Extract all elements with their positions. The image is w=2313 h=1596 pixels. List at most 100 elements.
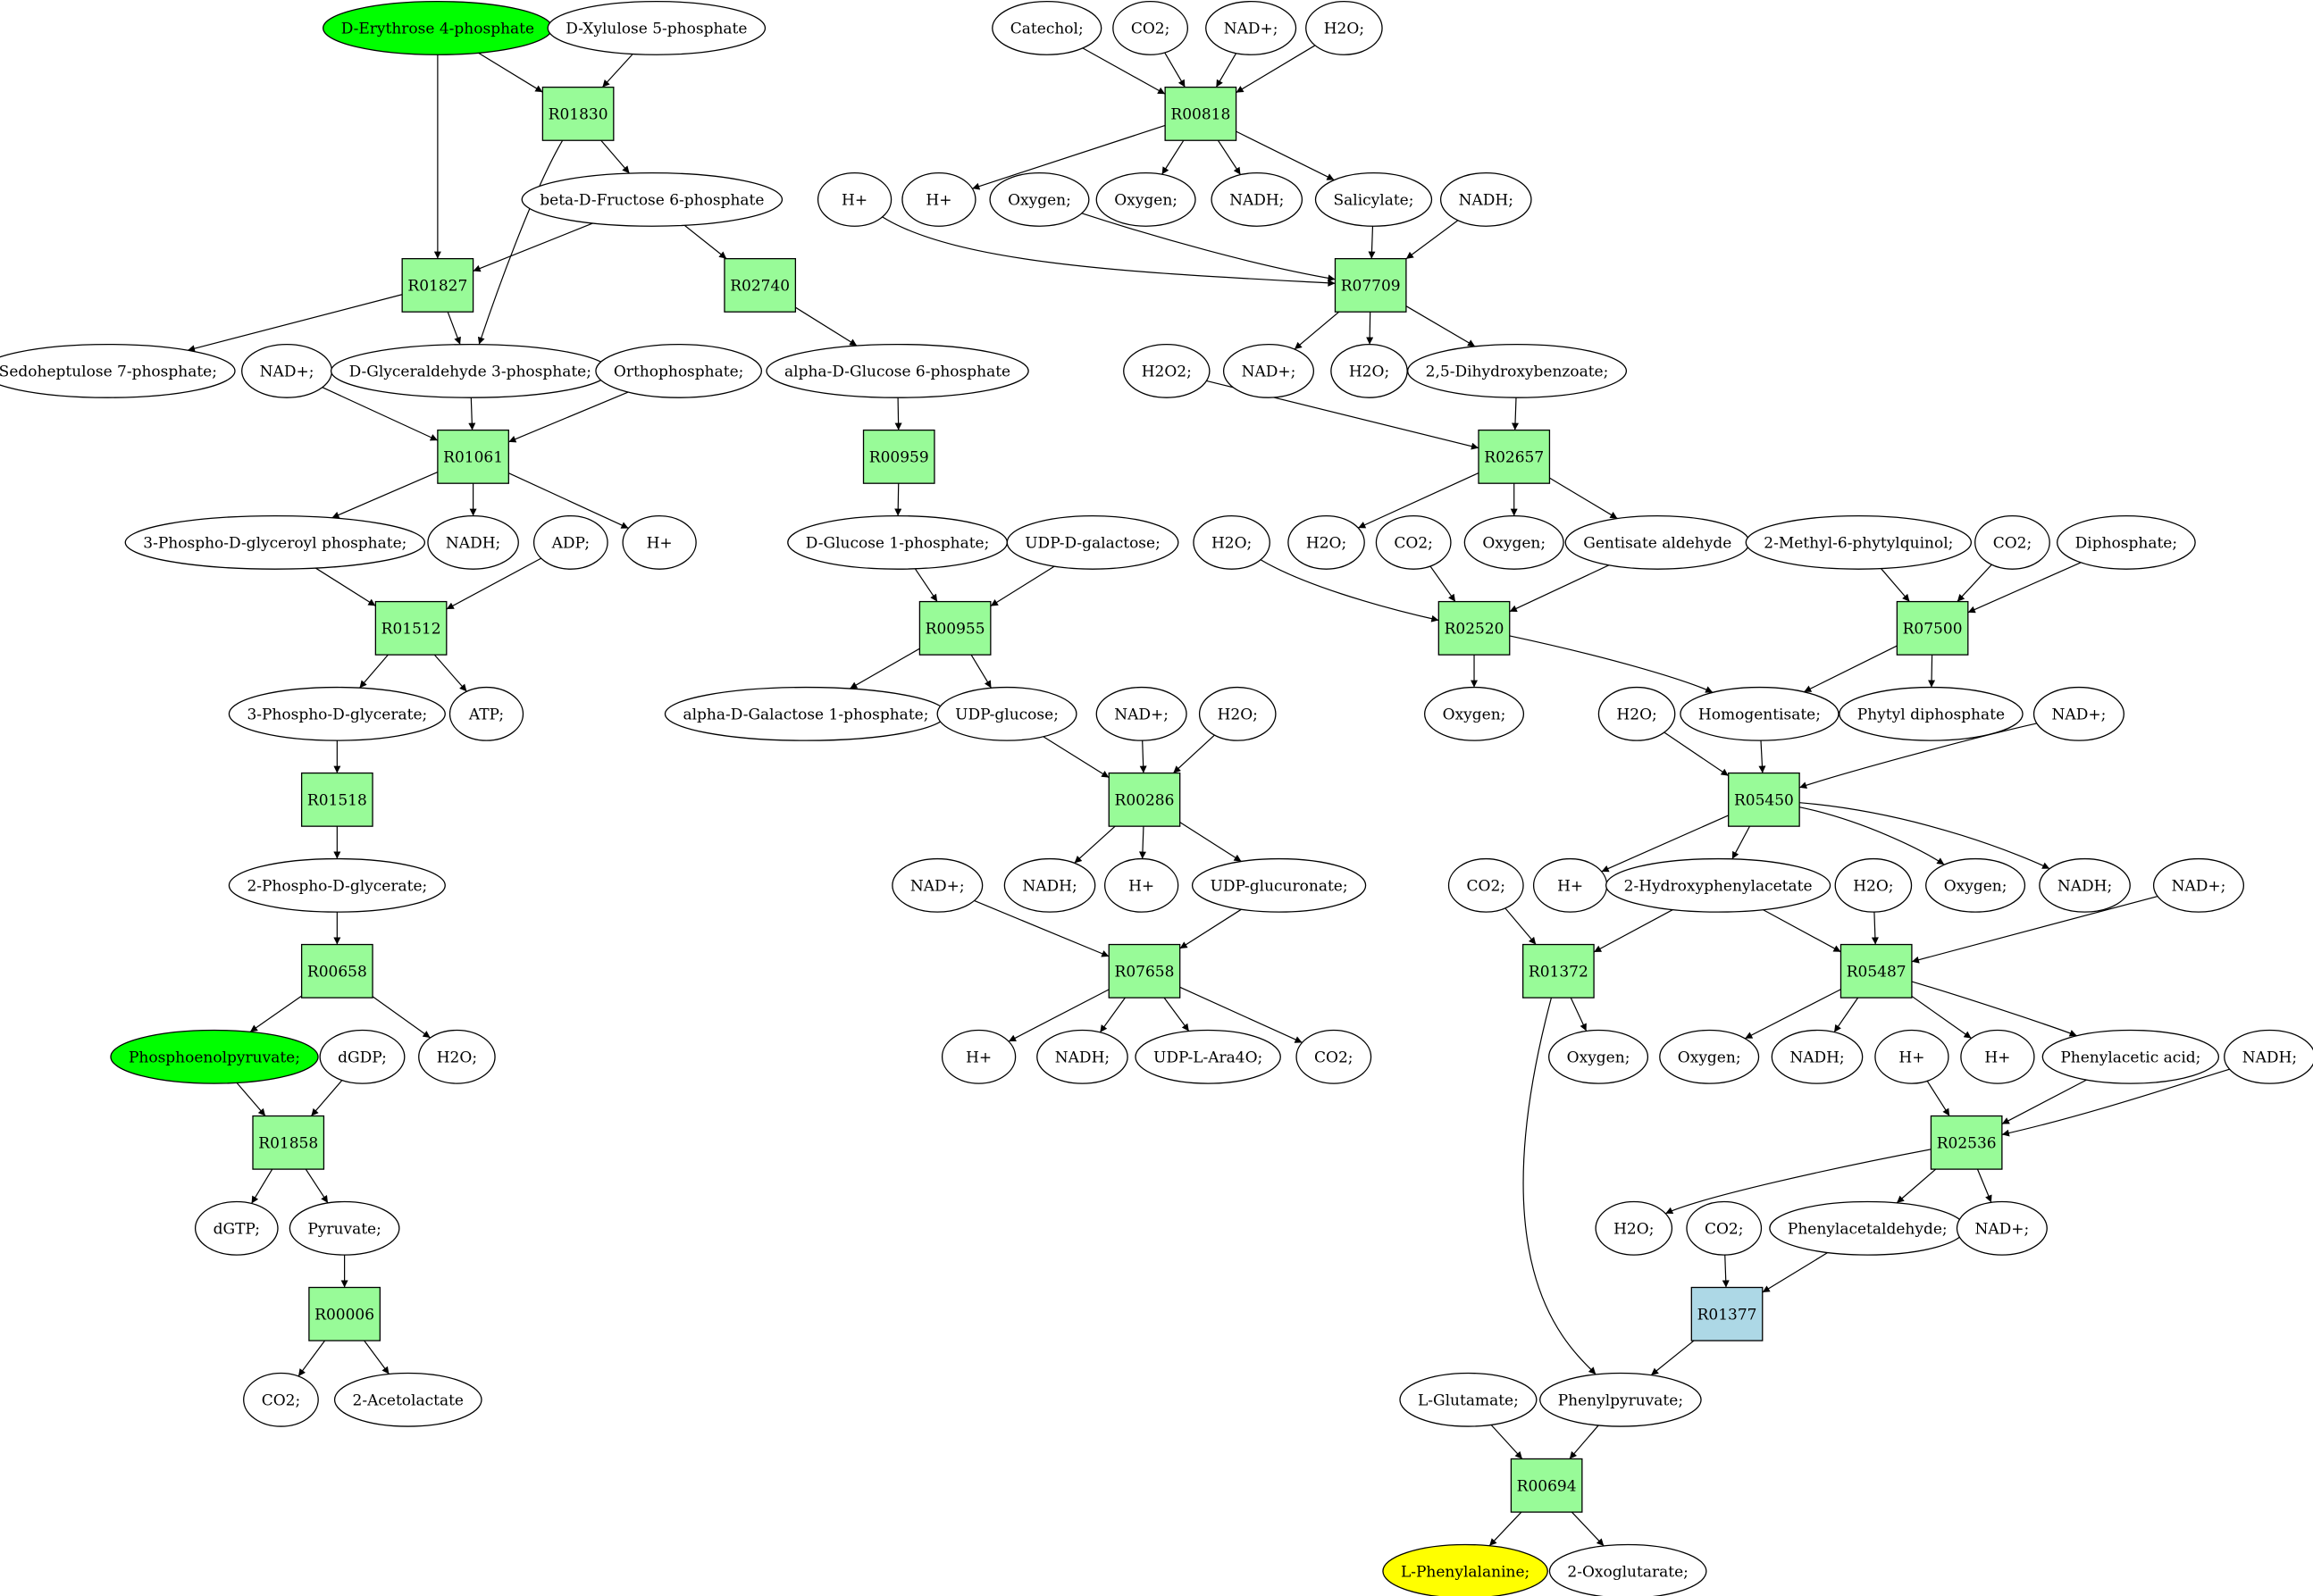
reaction-node-R00658[interactable]: R00658 [300, 943, 373, 999]
metabolite-node-h2o2[interactable]: H2O2; [1123, 343, 1211, 398]
metabolite-node-atp[interactable]: ATP; [448, 686, 524, 741]
metabolite-node-o2-e[interactable]: Oxygen; [1925, 857, 2026, 913]
metabolite-node-bpg[interactable]: 3-Phospho-D-glyceroyl phosphate; [124, 514, 426, 570]
metabolite-node-co2-d[interactable]: CO2; [1375, 514, 1452, 570]
metabolite-node-pacald[interactable]: Phenylacetaldehyde; [1769, 1200, 1966, 1256]
metabolite-node-nad-c[interactable]: NAD+; [892, 857, 984, 913]
metabolite-node-2hpa[interactable]: 2-Hydroxyphenylacetate [1605, 857, 1831, 913]
metabolite-node-nad-d[interactable]: NAD+; [1205, 1, 1297, 55]
reaction-node-R01858[interactable]: R01858 [252, 1115, 325, 1170]
metabolite-node-udpglc[interactable]: UDP-glucose; [936, 686, 1077, 741]
metabolite-node-nad-g[interactable]: NAD+; [2152, 857, 2245, 913]
metabolite-node-h-h[interactable]: H+ [1960, 1029, 2035, 1084]
metabolite-node-pyr[interactable]: Pyruvate; [289, 1200, 400, 1256]
metabolite-node-h-c[interactable]: H+ [941, 1029, 1017, 1084]
metabolite-node-catechol[interactable]: Catechol; [992, 1, 1102, 55]
reaction-node-R02740[interactable]: R02740 [724, 257, 797, 313]
metabolite-node-nadh-a[interactable]: NADH; [427, 514, 519, 570]
metabolite-node-hga[interactable]: Homogentisate; [1680, 686, 1840, 741]
metabolite-node-adp[interactable]: ADP; [532, 514, 608, 570]
metabolite-node-o2-b[interactable]: Oxygen; [1095, 171, 1196, 227]
metabolite-node-nad-f[interactable]: NAD+; [2032, 686, 2124, 741]
reaction-node-R00959[interactable]: R00959 [862, 429, 935, 484]
reaction-node-R01830[interactable]: R01830 [541, 86, 615, 141]
metabolite-node-xu5p[interactable]: D-Xylulose 5-phosphate [547, 1, 767, 55]
metabolite-node-sal[interactable]: Salicylate; [1314, 171, 1433, 227]
metabolite-node-h-d[interactable]: H+ [817, 171, 893, 227]
metabolite-node-nadh-b[interactable]: NADH; [1003, 857, 1096, 913]
metabolite-node-h2o-c[interactable]: H2O; [1305, 1, 1383, 55]
metabolite-node-mpq[interactable]: 2-Methyl-6-phytylquinol; [1745, 514, 1973, 570]
metabolite-node-glu[interactable]: L-Glutamate; [1399, 1372, 1538, 1427]
metabolite-node-h2o-b[interactable]: H2O; [1198, 686, 1277, 741]
metabolite-node-co2-e[interactable]: CO2; [1974, 514, 2050, 570]
metabolite-node-s7p[interactable]: Sedoheptulose 7-phosphate; [0, 343, 236, 398]
metabolite-node-3pg[interactable]: 3-Phospho-D-glycerate; [228, 686, 446, 741]
metabolite-node-h2o-g[interactable]: H2O; [1597, 686, 1676, 741]
reaction-node-R05487[interactable]: R05487 [1840, 943, 1913, 999]
metabolite-node-akg[interactable]: 2-Oxoglutarate; [1548, 1543, 1707, 1596]
metabolite-node-phe[interactable]: L-Phenylalanine; [1382, 1543, 1548, 1596]
metabolite-node-phpp[interactable]: Phytyl diphosphate [1839, 686, 2024, 741]
metabolite-node-dgdp[interactable]: dGDP; [319, 1029, 406, 1084]
metabolite-node-o2-d[interactable]: Oxygen; [1424, 686, 1525, 741]
metabolite-node-h2o-d[interactable]: H2O; [1330, 343, 1408, 398]
metabolite-node-h2o-e[interactable]: H2O; [1287, 514, 1365, 570]
metabolite-node-co2-c[interactable]: CO2; [1112, 1, 1188, 55]
metabolite-node-nadh-f[interactable]: NADH; [2039, 857, 2131, 913]
metabolite-node-o2-g[interactable]: Oxygen; [1659, 1029, 1760, 1084]
metabolite-node-gal1p[interactable]: alpha-D-Galactose 1-phosphate; [664, 686, 948, 741]
metabolite-node-udpara[interactable]: UDP-L-Ara4O; [1135, 1029, 1281, 1084]
reaction-node-R07500[interactable]: R07500 [1896, 600, 1969, 656]
metabolite-node-h2o-f[interactable]: H2O; [1193, 514, 1270, 570]
metabolite-node-h-e[interactable]: H+ [901, 171, 976, 227]
metabolite-node-gald[interactable]: Gentisate aldehyde [1564, 514, 1750, 570]
reaction-node-R07709[interactable]: R07709 [1334, 257, 1407, 313]
metabolite-node-co2-a[interactable]: CO2; [243, 1372, 319, 1427]
metabolite-node-pep[interactable]: Phosphoenolpyruvate; [110, 1029, 319, 1084]
metabolite-node-nad-e[interactable]: NAD+; [1222, 343, 1315, 398]
reaction-node-R01377[interactable]: R01377 [1690, 1286, 1764, 1341]
metabolite-node-nad-a[interactable]: NAD+; [241, 343, 333, 398]
metabolite-node-f6p[interactable]: beta-D-Fructose 6-phosphate [521, 171, 784, 227]
metabolite-node-nadh-c[interactable]: NADH; [1036, 1029, 1128, 1084]
metabolite-node-h2o-h[interactable]: H2O; [1834, 857, 1913, 913]
metabolite-node-h-f[interactable]: H+ [1532, 857, 1608, 913]
metabolite-node-paa[interactable]: Phenylacetic acid; [2041, 1029, 2220, 1084]
reaction-node-R00286[interactable]: R00286 [1108, 772, 1181, 827]
metabolite-node-co2-b[interactable]: CO2; [1295, 1029, 1372, 1084]
metabolite-node-h2o-i[interactable]: H2O; [1595, 1200, 1673, 1256]
reaction-node-R01372[interactable]: R01372 [1522, 943, 1595, 999]
metabolite-node-o2-a[interactable]: Oxygen; [989, 171, 1090, 227]
metabolite-node-ppyr[interactable]: Phenylpyruvate; [1539, 1372, 1702, 1427]
metabolite-node-nadh-h[interactable]: NADH; [2224, 1029, 2313, 1084]
metabolite-node-h2o-a[interactable]: H2O; [418, 1029, 496, 1084]
reaction-node-R00955[interactable]: R00955 [918, 600, 992, 656]
metabolite-node-dgtp[interactable]: dGTP; [194, 1200, 279, 1256]
reaction-node-R07658[interactable]: R07658 [1108, 943, 1181, 999]
metabolite-node-h-b[interactable]: H+ [1104, 857, 1179, 913]
metabolite-node-nad-b[interactable]: NAD+; [1095, 686, 1187, 741]
reaction-node-R02536[interactable]: R02536 [1930, 1115, 2003, 1170]
metabolite-node-h-g[interactable]: H+ [1874, 1029, 1949, 1084]
metabolite-node-dhb[interactable]: 2,5-Dihydroxybenzoate; [1407, 343, 1628, 398]
reaction-node-R01518[interactable]: R01518 [300, 772, 373, 827]
metabolite-node-g1p[interactable]: D-Glucose 1-phosphate; [787, 514, 1009, 570]
metabolite-node-nadh-e[interactable]: NADH; [1439, 171, 1532, 227]
metabolite-node-pi[interactable]: Orthophosphate; [595, 343, 763, 398]
metabolite-node-udpgal[interactable]: UDP-D-galactose; [1006, 514, 1179, 570]
metabolite-node-2pg[interactable]: 2-Phospho-D-glycerate; [228, 857, 446, 913]
reaction-node-R00006[interactable]: R00006 [308, 1286, 381, 1341]
metabolite-node-nad-h[interactable]: NAD+; [1956, 1200, 2048, 1256]
reaction-node-R05450[interactable]: R05450 [1728, 772, 1800, 827]
reaction-node-R01061[interactable]: R01061 [437, 429, 509, 484]
reaction-node-R00694[interactable]: R00694 [1510, 1458, 1583, 1513]
reaction-node-R02657[interactable]: R02657 [1478, 429, 1551, 484]
reaction-node-R01827[interactable]: R01827 [401, 257, 474, 313]
metabolite-node-g6p[interactable]: alpha-D-Glucose 6-phosphate [766, 343, 1029, 398]
reaction-node-R01512[interactable]: R01512 [374, 600, 448, 656]
metabolite-node-nadh-g[interactable]: NADH; [1771, 1029, 1864, 1084]
metabolite-node-nadh-d[interactable]: NADH; [1211, 171, 1303, 227]
reaction-node-R00818[interactable]: R00818 [1164, 86, 1237, 141]
metabolite-node-ppi[interactable]: Diphosphate; [2057, 514, 2196, 570]
